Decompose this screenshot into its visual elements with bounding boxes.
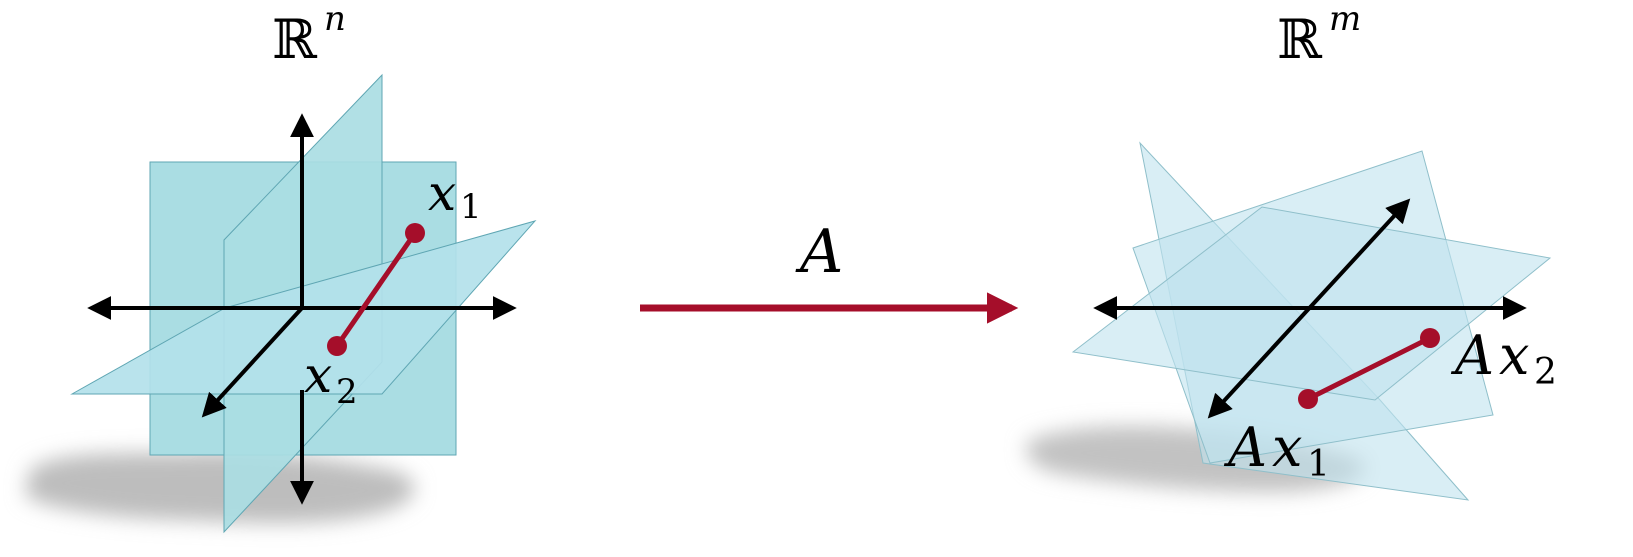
right-space-title: ℝ m [1277, 0, 1361, 71]
label-Ax1-var: x [1272, 416, 1302, 479]
label-x2-var: x [304, 346, 332, 404]
right-point-Ax2 [1420, 328, 1440, 348]
label-x1: x 1 [428, 164, 482, 227]
label-x1-var: x [428, 164, 456, 222]
label-Ax1: A x 1 [1223, 416, 1330, 485]
left-space-exponent: n [324, 0, 346, 39]
label-Ax2-var: x [1499, 324, 1529, 387]
label-x2: x 2 [304, 346, 358, 412]
right-axis-diagonal [1207, 198, 1411, 419]
label-x2-sub: 2 [336, 372, 358, 412]
left-point-x2 [327, 336, 347, 356]
label-x1-sub: 1 [460, 187, 482, 227]
right-space-base: ℝ [1277, 8, 1323, 71]
right-space-exponent: m [1329, 0, 1361, 39]
right-segment [1306, 335, 1432, 402]
left-point-x1 [405, 223, 425, 243]
left-shadow [25, 451, 415, 524]
left-space-title: ℝ n [272, 0, 346, 71]
label-Ax2-sub: 2 [1534, 352, 1557, 393]
map-label: A [795, 217, 843, 287]
left-axis-y [201, 306, 304, 418]
right-point-Ax1 [1298, 389, 1318, 409]
left-segment [334, 231, 418, 348]
left-space-base: ℝ [272, 8, 318, 71]
label-Ax2-coef: A [1450, 324, 1494, 387]
label-Ax1-sub: 1 [1307, 444, 1330, 485]
label-Ax1-coef: A [1223, 416, 1267, 479]
label-Ax2: A x 2 [1450, 324, 1557, 393]
